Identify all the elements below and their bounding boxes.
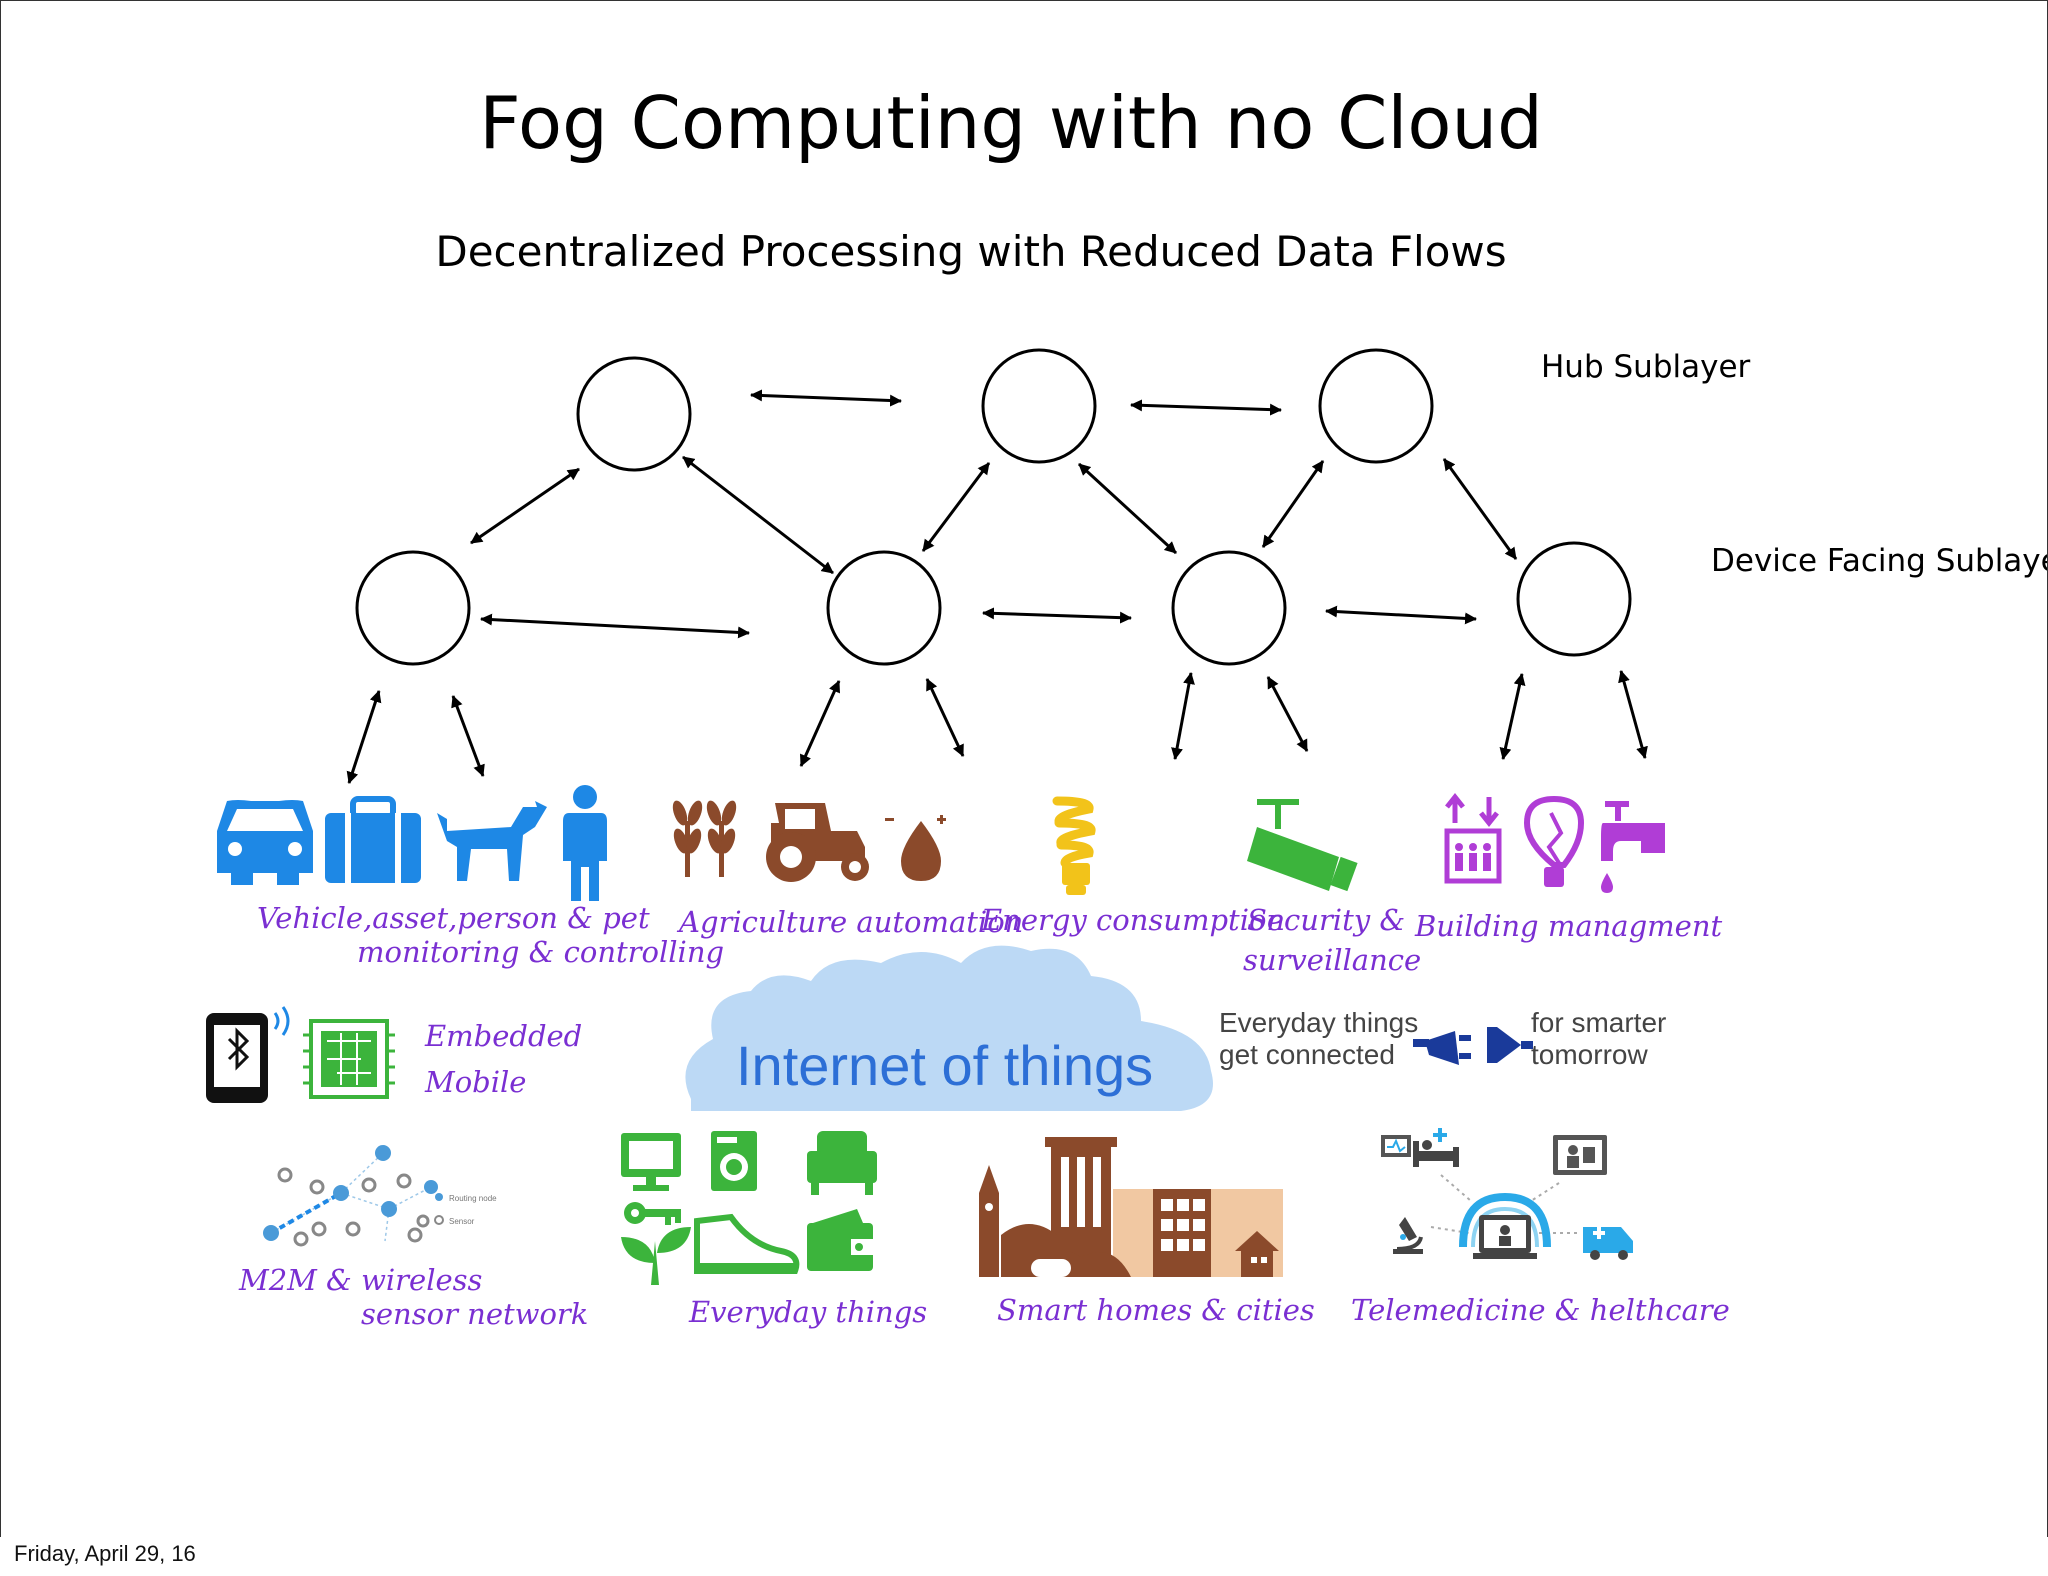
wallet-icon (807, 1209, 873, 1271)
caption-building: Building managment (1415, 909, 1723, 943)
arrow-hub3-dev4 (1442, 458, 1518, 560)
arrow-dev2-dev3 (982, 607, 1132, 624)
arrow-dev4-building (1499, 673, 1526, 760)
caption-m2m-line2: sensor network (361, 1297, 589, 1331)
arrow-dev1-dev2 (480, 613, 750, 639)
device-node-3 (1171, 550, 1287, 666)
arrow-dev2-agri (799, 680, 841, 767)
hub-node-2 (981, 348, 1097, 464)
caption-agriculture: Agriculture automation (679, 905, 1024, 939)
dog-icon (437, 801, 547, 881)
routing-node-legend: Routing node (449, 1194, 497, 1203)
arrow-dev1-vehicle (346, 690, 382, 784)
tagline-right-line1: for smarter (1531, 1007, 1667, 1038)
energy-bulb-icon (1052, 796, 1096, 895)
footer-date: Friday, April 29, 16 (14, 1541, 196, 1566)
caption-vehicle-line1: Vehicle,asset,person & pet (257, 901, 650, 935)
hub-node-3 (1318, 348, 1434, 464)
iot-cloud-text: Internet of things (736, 1034, 1154, 1097)
tagline-left-line2: get connected (1219, 1039, 1395, 1070)
plant-icon (621, 1227, 691, 1285)
caption-security-line2: surveillance (1243, 943, 1422, 977)
elevator-icon (1444, 792, 1502, 884)
iot-cloud-shape (685, 945, 1213, 1111)
arrow-dev3-dev4 (1325, 605, 1477, 625)
device-node-1 (355, 550, 471, 666)
caption-everyday: Everyday things (689, 1295, 928, 1329)
phone-bluetooth-icon (206, 1006, 290, 1103)
device-node-4 (1516, 541, 1632, 657)
car-icon (217, 800, 313, 885)
caption-m2m-line1: M2M & wireless (239, 1263, 483, 1297)
sensor-legend: Sensor (449, 1217, 475, 1226)
slide: Fog Computing with no Cloud Decentralize… (0, 0, 2048, 1538)
arrow-dev3-energy (1171, 672, 1195, 760)
slide-subtitle: Decentralized Processing with Reduced Da… (435, 227, 1507, 276)
fog-network-diagram: Routing node Sensor (206, 348, 1665, 1285)
washing-machine-icon (711, 1131, 757, 1191)
arrow-hub1-dev1 (470, 467, 580, 545)
plug-icon (1413, 1027, 1533, 1065)
caption-telemedicine: Telemedicine & helthcare (1351, 1293, 1730, 1327)
arrow-hub2-dev3 (1077, 462, 1178, 555)
device-node-2 (826, 550, 942, 666)
arrow-hub1-hub2 (750, 389, 902, 407)
tagline-right-line2: tomorrow (1531, 1039, 1648, 1070)
light-bulb-icon (1523, 795, 1585, 887)
caption-energy: Energy consumption (981, 903, 1286, 937)
tractor-icon (766, 803, 869, 882)
tagline-left-line1: Everyday things (1219, 1007, 1419, 1038)
footer-bar: Friday, April 29, 16 (0, 1537, 2048, 1576)
arrow-hub2-hub3 (1130, 399, 1282, 416)
caption-security-line1: Security & (1247, 903, 1406, 937)
sensor-network-icon: Routing node Sensor (263, 1145, 497, 1247)
monitor-icon (621, 1133, 681, 1191)
arrow-hub2-dev2 (921, 462, 991, 552)
arrow-dev3-security (1266, 676, 1309, 752)
armchair-icon (807, 1131, 877, 1195)
city-skyline-icon (979, 1137, 1283, 1277)
caption-vehicle-line2: monitoring & controlling (357, 935, 725, 969)
arrow-hub3-dev3 (1261, 460, 1325, 548)
hub-node-1 (576, 356, 692, 472)
arrow-dev1-pet (451, 695, 485, 777)
water-drop-icon (885, 815, 946, 881)
sneaker-icon (694, 1213, 800, 1274)
telemedicine-icon (1381, 1128, 1633, 1260)
microchip-icon (303, 1019, 395, 1099)
device-facing-sublayers-label: Device Facing Sublayers (1711, 543, 2047, 579)
suitcase-icon (325, 796, 421, 883)
person-icon (563, 785, 607, 901)
water-tap-icon (1601, 801, 1665, 893)
caption-mobile: Mobile (425, 1065, 527, 1099)
arrow-dev2-energy (925, 678, 965, 757)
security-camera-icon (1247, 799, 1358, 892)
hub-sublayer-label: Hub Sublayer (1541, 349, 1751, 385)
arrow-hub1-dev2 (682, 455, 834, 575)
wheat-icon (672, 800, 737, 877)
arrow-dev4-tap (1618, 670, 1648, 759)
slide-title: Fog Computing with no Cloud (479, 81, 1543, 165)
caption-embedded: Embedded (425, 1019, 583, 1053)
caption-smart-homes: Smart homes & cities (997, 1293, 1315, 1327)
key-icon (624, 1202, 681, 1225)
